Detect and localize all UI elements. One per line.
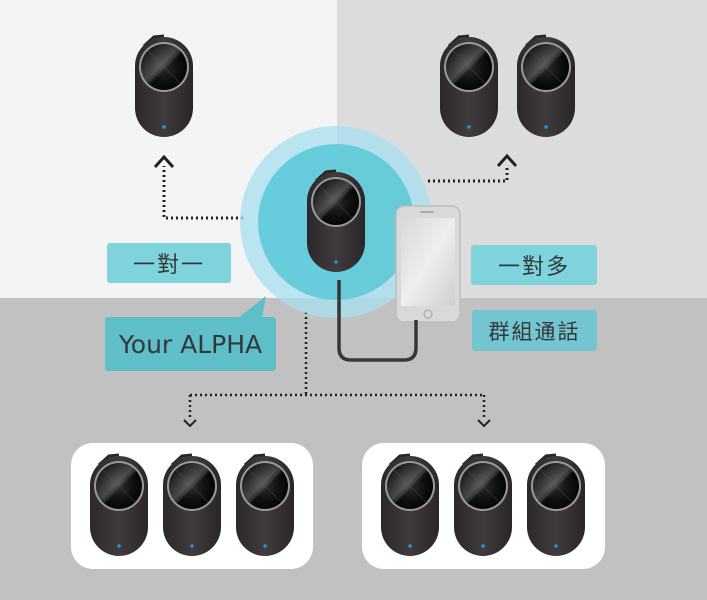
label-your-device: Your ALPHA	[105, 317, 276, 371]
label-pointer	[238, 296, 266, 318]
headset-device-icon	[438, 34, 500, 139]
arrow-down-icon	[183, 419, 197, 427]
label-one-to-many: 一對多	[471, 245, 597, 285]
headset-device-icon	[234, 453, 296, 558]
connector-one-to-one	[162, 166, 243, 220]
arrow-down-icon	[477, 419, 491, 427]
headset-device-icon	[161, 453, 223, 558]
smartphone-icon	[395, 205, 461, 323]
headset-device-icon	[305, 169, 367, 274]
label-one-to-one: 一對一	[107, 243, 231, 283]
arrow-up-icon	[496, 154, 518, 168]
headset-device-icon	[133, 34, 195, 139]
audio-cable	[337, 280, 418, 362]
label-group-call: 群組通話	[472, 310, 597, 351]
headset-device-icon	[379, 453, 441, 558]
connector-group	[188, 312, 486, 420]
headset-device-icon	[525, 453, 587, 558]
headset-device-icon	[515, 34, 577, 139]
headset-device-icon	[452, 453, 514, 558]
connector-one-to-many	[428, 165, 509, 183]
headset-device-icon	[88, 453, 150, 558]
arrow-up-icon	[153, 155, 175, 169]
connector-lines	[162, 165, 509, 420]
